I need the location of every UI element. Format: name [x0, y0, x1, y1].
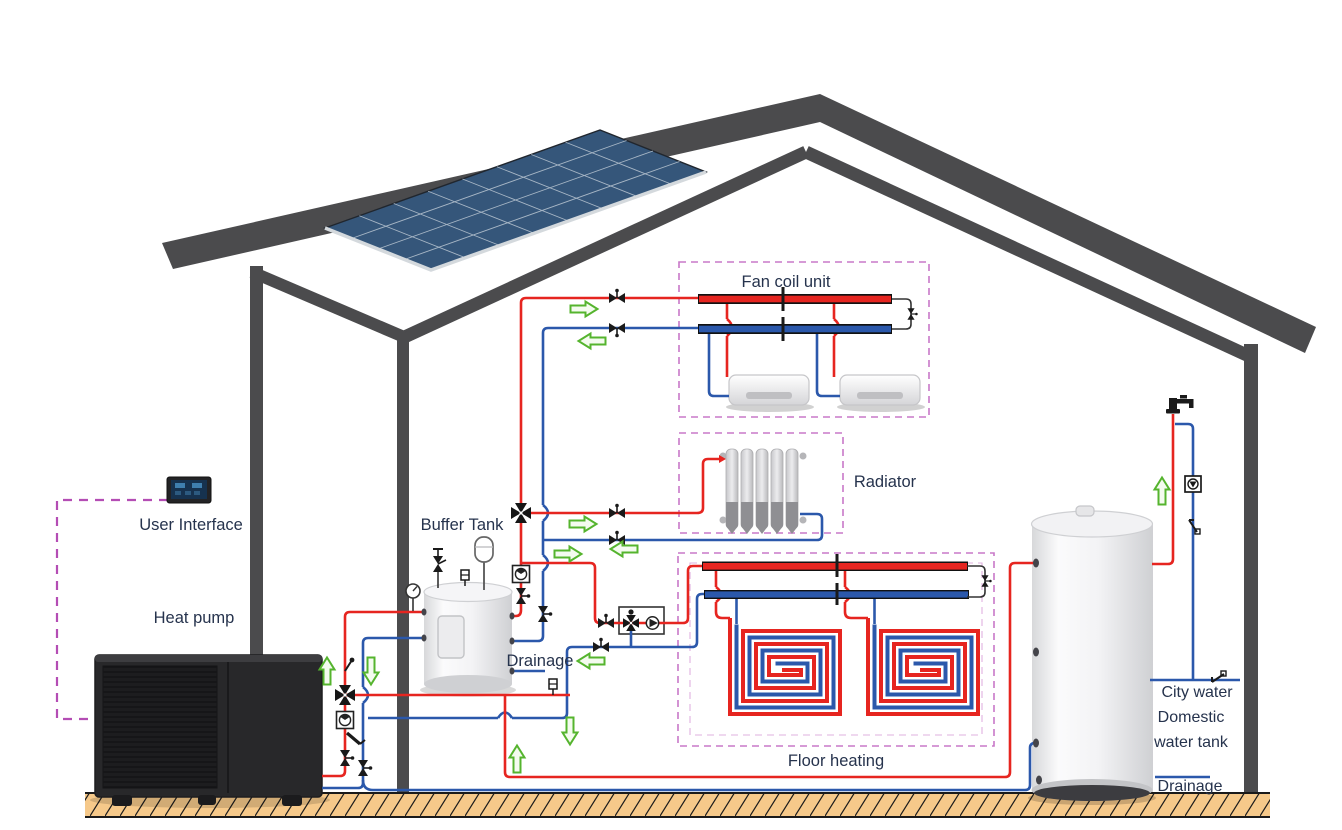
valve-mixing-return [592, 636, 610, 653]
valves-and-symbols [335, 287, 1227, 777]
user-interface-display [166, 476, 212, 504]
label-domestic-line2: water tank [1153, 734, 1229, 751]
label-tank-drainage: Drainage [1158, 778, 1223, 795]
floor-heating-zone-box [677, 552, 995, 747]
fan-coil-unit-right [839, 374, 921, 406]
label-floor-heating: Floor heating [788, 752, 884, 770]
arrow-radiator-supply-right [568, 515, 598, 533]
valve-radiator-supply [608, 502, 626, 519]
floor-heating-coils [728, 618, 980, 716]
label-buffer-tank: Buffer Tank [421, 516, 505, 534]
fan-coil-drop-left-blue [707, 333, 729, 398]
tank-floor-return-pipe [361, 741, 1038, 792]
backflow-preventer [1184, 475, 1202, 493]
floor-coil-right-hot [866, 618, 980, 716]
radiator-return-pipe [543, 512, 824, 542]
valve-floor-bypass [980, 574, 993, 588]
arrow-hp-return-down [362, 656, 380, 686]
safety-valve [433, 548, 447, 588]
floor-drop-right-red [843, 570, 868, 620]
roof-inner-left [395, 146, 809, 346]
buffer-tank [420, 581, 516, 697]
buffer-supply-riser-bottom [512, 518, 523, 618]
arrow-drainage-left [576, 652, 606, 670]
floor-drop-left-red [714, 570, 730, 620]
arrow-fan-return-left [577, 332, 607, 350]
roof-inner-right [803, 146, 1254, 363]
radiator-supply-pipe [527, 457, 719, 515]
dhw-line-sensor [548, 678, 558, 696]
valve-fan-return-riser [537, 605, 554, 623]
middle-wall [397, 334, 409, 793]
check-valve-vertical [1188, 519, 1201, 535]
arrow-mixing-supply-right [553, 545, 583, 563]
arrow-tank-supply-down [561, 716, 579, 746]
radiator [719, 448, 807, 534]
three-way-valve-buffer [511, 503, 531, 523]
label-domestic-line1: Domestic [1158, 709, 1225, 726]
valve-buffer-riser [515, 587, 532, 605]
fan-coil-drop-right-blue [815, 333, 840, 398]
arrow-dhw-up [1153, 476, 1171, 506]
dhw-faucet-pipe [1152, 414, 1175, 566]
label-city-water: City water [1161, 684, 1233, 701]
heat-pump [90, 654, 330, 808]
fan-coil-zone-box [678, 261, 930, 418]
label-heat-pump: Heat pump [154, 609, 235, 627]
valve-mixing-supply [597, 612, 615, 629]
fan-coil-units [726, 374, 925, 412]
floor-coil-right-cold [872, 624, 974, 710]
fan-coil-unit-left [728, 374, 810, 406]
buffer-supply-riser-top [519, 296, 699, 509]
control-wire [55, 498, 168, 721]
label-user-interface: User Interface [139, 516, 243, 534]
faucet-icon [1166, 395, 1194, 414]
thermometer-sensor [344, 657, 355, 672]
arrow-fan-supply-right [569, 300, 599, 318]
label-fan-coil-unit: Fan coil unit [742, 273, 831, 291]
header-bars [698, 287, 986, 605]
y-strainer [345, 731, 366, 746]
roof-outer-right [820, 94, 1316, 353]
city-water-pipe [1150, 422, 1240, 682]
radiator-inlet-arrow [719, 455, 726, 463]
dhw-supply-run [345, 561, 1035, 779]
solar-panel [323, 129, 708, 272]
valve-hp-return [357, 759, 374, 777]
mixing-station [623, 609, 660, 631]
valve-fan-coil-bypass [906, 307, 919, 321]
labels: Fan coil unit Radiator Floor heating Buf… [139, 273, 1233, 795]
expansion-vessel [474, 536, 494, 590]
floor-coil-left-cold [734, 624, 836, 710]
arrow-floor-return-up [508, 744, 526, 774]
right-wall [1244, 344, 1258, 793]
pump-hp-riser [335, 710, 355, 730]
valve-fan-coil-return [608, 322, 626, 339]
tank-ports [421, 558, 1042, 785]
label-buffer-drainage: Drainage [507, 652, 574, 670]
fan-coil-return-pipe [512, 326, 699, 643]
mixing-supply-pipe [521, 561, 703, 625]
valve-hp-supply [339, 749, 356, 767]
roof-inner-overhang [249, 266, 407, 343]
three-way-valve-heat-pump [335, 685, 355, 705]
valve-fan-coil-supply [608, 287, 626, 304]
cold-pipes [322, 326, 1240, 792]
domestic-water-tank [1028, 505, 1156, 805]
floor-coil-left-hot [728, 618, 842, 716]
solar-panel-grid [351, 140, 680, 260]
pump-buffer-riser [511, 564, 531, 584]
label-radiator: Radiator [854, 473, 917, 491]
